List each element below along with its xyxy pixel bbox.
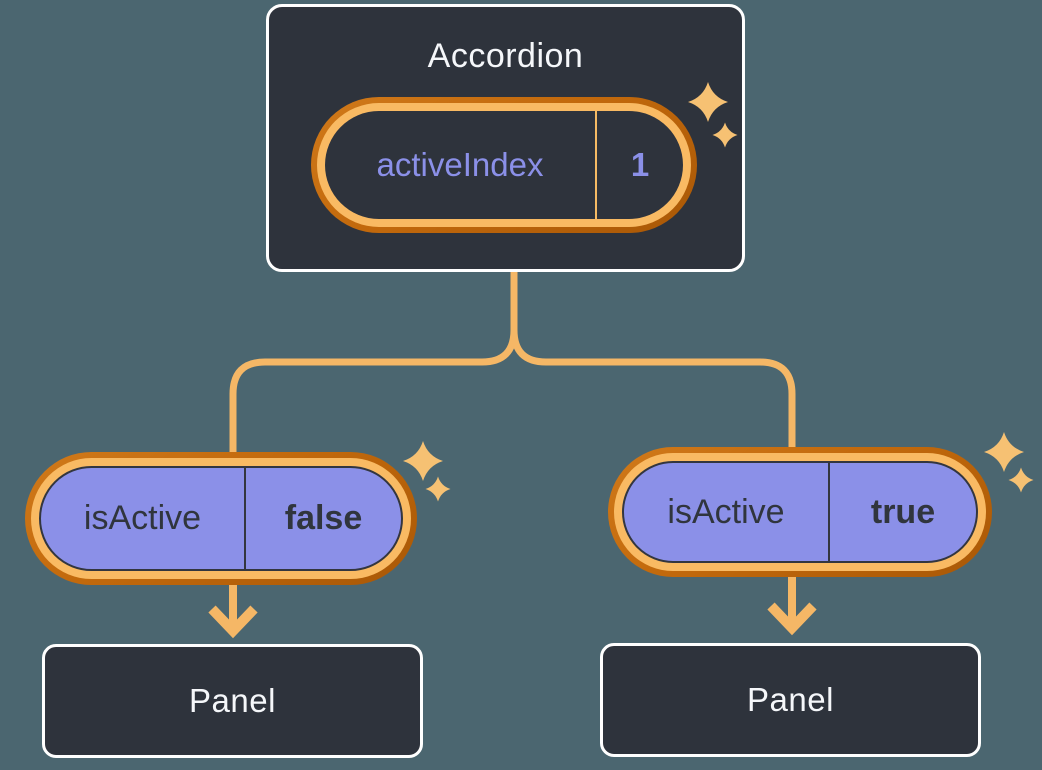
panel-node-right: Panel: [600, 643, 981, 757]
panel-node-left: Panel: [42, 644, 423, 758]
state-pill: activeIndex 1: [311, 97, 697, 233]
accordion-node-title: Accordion: [427, 37, 584, 75]
prop-pill-true: isActive true: [608, 447, 992, 577]
prop-pill-divider: [828, 463, 830, 561]
prop-pill-label: isActive: [667, 492, 785, 531]
prop-pill-value: true: [870, 492, 936, 531]
prop-pill-label: isActive: [83, 499, 202, 537]
arrow-right-icon: [767, 574, 817, 636]
state-pill-divider: [595, 111, 597, 219]
state-pill-value: 1: [630, 146, 650, 183]
panel-node-title: Panel: [189, 682, 276, 719]
arrow-left-icon: [208, 580, 258, 639]
state-pill-label: activeIndex: [376, 146, 544, 183]
prop-pill-divider: [244, 468, 246, 569]
connector-right-branch: [510, 270, 796, 456]
prop-pill-value: false: [284, 499, 363, 537]
prop-pill-false: isActive false: [25, 452, 417, 585]
connector-left-branch: [229, 270, 518, 462]
panel-node-title: Panel: [747, 681, 834, 718]
